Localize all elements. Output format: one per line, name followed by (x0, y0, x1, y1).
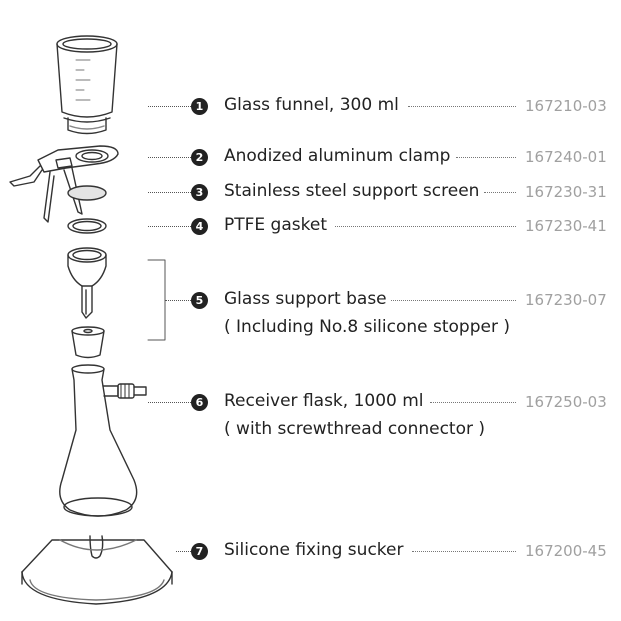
dotted-leader (430, 402, 516, 403)
part-row: 6 Receiver flask, 1000 ml 167250-03 ( wi… (0, 384, 621, 444)
leader-line (148, 402, 191, 403)
part-code: 167230-31 (525, 183, 607, 201)
aluminum-clamp-drawing (9, 145, 119, 223)
leader-line (148, 157, 191, 158)
leader-line (148, 106, 191, 107)
part-name: Glass support base (224, 289, 387, 309)
part-code: 167230-41 (525, 217, 607, 235)
part-row: 4 PTFE gasket 167230-41 (0, 208, 621, 248)
part-number-badge: 3 (191, 184, 208, 201)
leader-line (176, 551, 191, 552)
part-row: 5 Glass support base 167230-07 ( Includi… (0, 282, 621, 342)
part-row: 7 Silicone fixing sucker 167200-45 (0, 533, 621, 573)
ptfe-gasket-drawing (67, 218, 107, 234)
dotted-leader (412, 551, 516, 552)
glass-funnel-drawing (56, 35, 118, 135)
silicone-fixing-sucker-drawing (21, 535, 173, 605)
leader-line (165, 300, 191, 301)
part-number-badge: 7 (191, 543, 208, 560)
dotted-leader (484, 192, 516, 193)
leader-line (148, 226, 191, 227)
part-name: Receiver flask, 1000 ml (224, 391, 424, 411)
part-code: 167250-03 (525, 393, 607, 411)
dotted-leader (391, 300, 516, 301)
leader-line (148, 192, 191, 193)
part-note: ( Including No.8 silicone stopper ) (224, 317, 510, 337)
part-note: ( with screwthread connector ) (224, 419, 486, 439)
part-name: Stainless steel support screen (224, 181, 480, 201)
silicone-stopper-drawing (71, 326, 105, 359)
part-row: 3 Stainless steel support screen 167230-… (0, 174, 621, 214)
part-number-badge: 4 (191, 218, 208, 235)
part-code: 167240-01 (525, 148, 607, 166)
part-row: 1 Glass funnel, 300 ml 167210-03 (0, 88, 621, 128)
part-number-badge: 1 (191, 98, 208, 115)
part-name: Silicone fixing sucker (224, 540, 404, 560)
part-number-badge: 5 (191, 292, 208, 309)
part-code: 167200-45 (525, 542, 607, 560)
part-row: 2 Anodized aluminum clamp 167240-01 (0, 139, 621, 179)
part-name: Glass funnel, 300 ml (224, 95, 399, 115)
part-number-badge: 6 (191, 394, 208, 411)
part-name: PTFE gasket (224, 215, 327, 235)
part-code: 167210-03 (525, 97, 607, 115)
receiver-flask-drawing (59, 364, 147, 517)
dotted-leader (335, 226, 516, 227)
dotted-leader (408, 106, 516, 107)
part-number-badge: 2 (191, 149, 208, 166)
part-code: 167230-07 (525, 291, 607, 309)
dotted-leader (456, 157, 516, 158)
glass-support-base-drawing (67, 247, 107, 319)
part-name: Anodized aluminum clamp (224, 146, 451, 166)
support-screen-drawing (67, 185, 107, 201)
